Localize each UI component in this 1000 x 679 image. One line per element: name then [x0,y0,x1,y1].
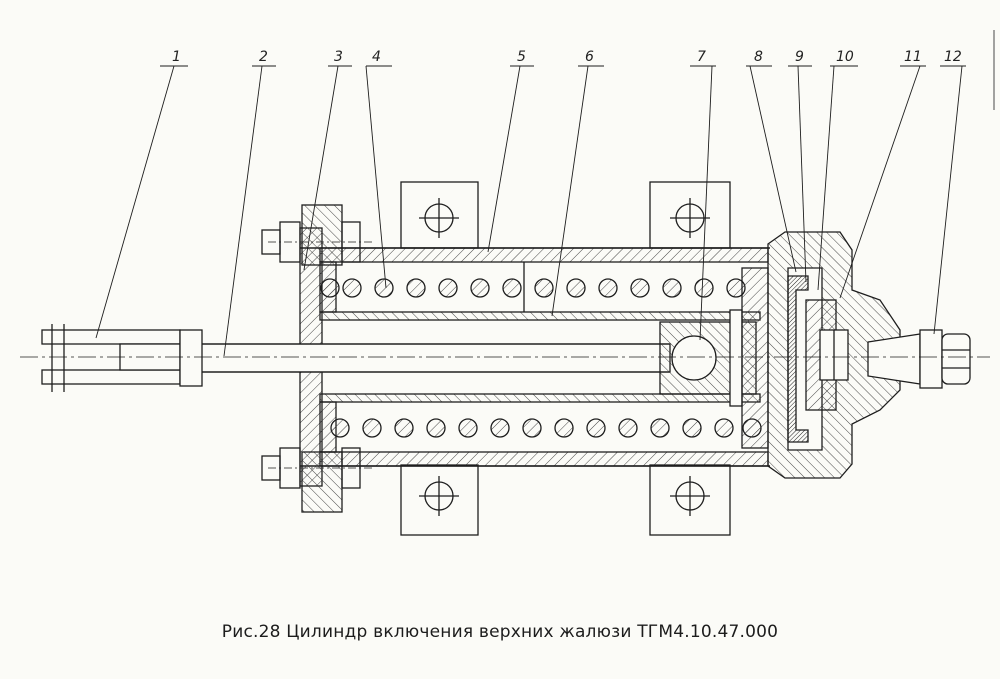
callout-3: 3 [334,49,343,65]
callout-1: 1 [172,49,181,65]
mounting-bracket-bottom-right [649,464,731,536]
bolt-top [261,221,372,263]
mounting-bracket-top-right [649,181,731,249]
spring-coils-bottom [330,418,762,438]
right-end-cap [767,231,901,479]
callout-6: 6 [585,49,594,65]
ball-joint [659,309,757,407]
callout-7: 7 [697,49,706,65]
leader-lines [95,65,966,357]
callout-11: 11 [904,49,922,65]
spring-coils-top [320,278,746,298]
piston-rod [199,343,671,373]
mounting-bracket-bottom-left [400,464,479,536]
figure-caption: Рис.28 Цилиндр включения верхних жалюзи … [221,622,779,642]
cylinder-housing [300,247,770,467]
callout-12: 12 [944,49,962,65]
callout-8: 8 [754,49,763,65]
piston [741,267,769,449]
mounting-bracket-top-left [400,181,479,249]
callout-2: 2 [259,49,268,65]
hose-fitting [867,329,971,389]
callout-9: 9 [795,49,804,65]
bolt-bottom [261,447,372,489]
clevis [41,324,203,392]
callout-4: 4 [372,49,381,65]
callout-10: 10 [836,49,854,65]
callout-5: 5 [517,49,526,65]
